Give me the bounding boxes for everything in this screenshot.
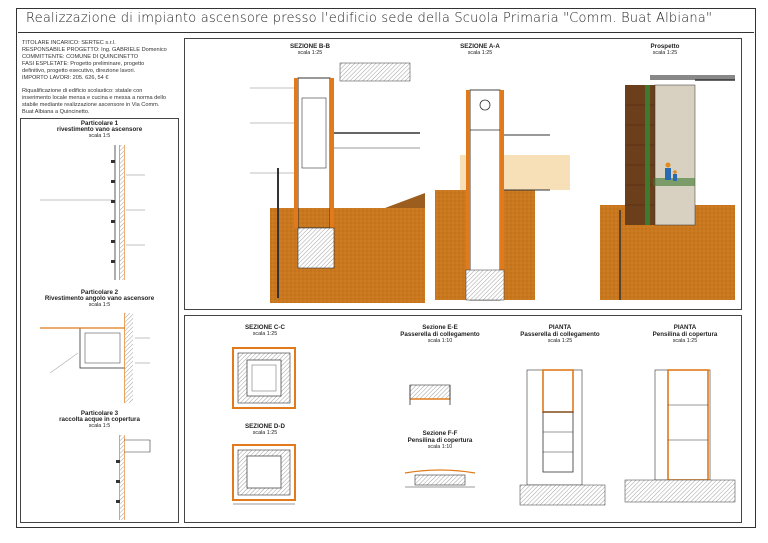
info-line: FASI ESPLETATE: Progetto preliminare, pr… (22, 61, 145, 68)
section-ff-drawing (404, 469, 476, 488)
section-dd-scale: scala 1:25 (252, 430, 278, 436)
detail-2-drawing (40, 313, 150, 403)
detail-1-scale: scala 1:5 (88, 133, 111, 139)
section-bb-title: SEZIONE B-B (290, 43, 330, 50)
drawing-title: Realizzazione di impianto ascensore pres… (26, 11, 713, 26)
section-ff-title: Sezione F-F (422, 430, 458, 437)
details-panel (20, 118, 179, 523)
plan-walkway-scale: scala 1:25 (547, 338, 573, 344)
plan-walkway-title: PIANTA (548, 324, 572, 331)
section-cc-scale: scala 1:25 (252, 331, 278, 337)
detail-3-subtitle: raccolta acque in copertura (59, 416, 140, 423)
description-line: Riqualificazione di edificio scolastico:… (22, 87, 143, 94)
plan-walkway-subtitle: Passerella di collegamento (520, 331, 600, 338)
section-aa-scale: scala 1:25 (467, 50, 493, 56)
section-cc-title: SEZIONE C-C (245, 324, 285, 331)
title-rule (18, 32, 754, 33)
detail-2-scale: scala 1:5 (88, 302, 111, 308)
description-line: Buat Albiana a Quincinetto. (22, 108, 90, 115)
section-ee-scale: scala 1:10 (427, 338, 453, 344)
detail-1-drawing (40, 145, 145, 280)
plan-canopy-title: PIANTA (673, 324, 697, 331)
plan-canopy-drawing (624, 369, 736, 503)
section-bb-scale: scala 1:25 (297, 50, 323, 56)
detail-3-drawing (116, 435, 151, 520)
section-ee-title: Sezione E-E (422, 324, 458, 331)
detail-2-subtitle: Rivestimento angolo vano ascensore (44, 295, 155, 302)
section-cc-drawing (232, 347, 296, 409)
plan-walkway-drawing (519, 369, 606, 506)
section-aa-drawing (435, 89, 570, 301)
description-line: inserimento locale mensa e cucina e mess… (22, 94, 166, 101)
section-ee-drawing (409, 384, 451, 405)
detail-1-subtitle: rivestimento vano ascensore (56, 126, 143, 133)
prospetto-scale: scala 1:25 (652, 50, 678, 56)
project-info: TITOLARE INCARICO: SERTEC s.r.l. RESPONS… (22, 40, 180, 121)
section-ff-subtitle: Pensilina di copertura (407, 437, 473, 444)
detail-1-title: Particolare 1 (80, 120, 119, 127)
drawing-sheet (16, 8, 756, 528)
info-line: TITOLARE INCARICO: SERTEC s.r.l. (22, 40, 116, 46)
detail-2-title: Particolare 2 (80, 289, 119, 296)
info-line: IMPORTO LAVORI: 205. 626, 54 € (22, 75, 109, 82)
section-bb-drawing (250, 62, 425, 303)
info-line: COMMITTENTE: COMUNE DI QUINCINETTO (22, 54, 139, 61)
info-line: definitivo, progetto esecutivo, direzion… (22, 68, 136, 75)
description-line: stabile mediante realizzazione ascensore… (22, 101, 160, 108)
plan-canopy-subtitle: Pensilina di copertura (652, 331, 718, 338)
prospetto-title: Prospetto (650, 43, 680, 50)
section-dd-title: SEZIONE D-D (245, 423, 285, 430)
prospetto-drawing (600, 75, 735, 300)
detail-3-title: Particolare 3 (80, 410, 119, 417)
section-ee-subtitle: Passerella di collegamento (400, 331, 480, 338)
info-line: RESPONSABILE PROGETTO: Ing. GABRIELE Dom… (22, 47, 167, 54)
plan-canopy-scale: scala 1:25 (672, 338, 698, 344)
section-aa-title: SEZIONE A-A (460, 43, 500, 50)
detail-3-scale: scala 1:5 (88, 423, 111, 429)
section-dd-drawing (232, 444, 296, 505)
section-ff-scale: scala 1:10 (427, 444, 453, 450)
